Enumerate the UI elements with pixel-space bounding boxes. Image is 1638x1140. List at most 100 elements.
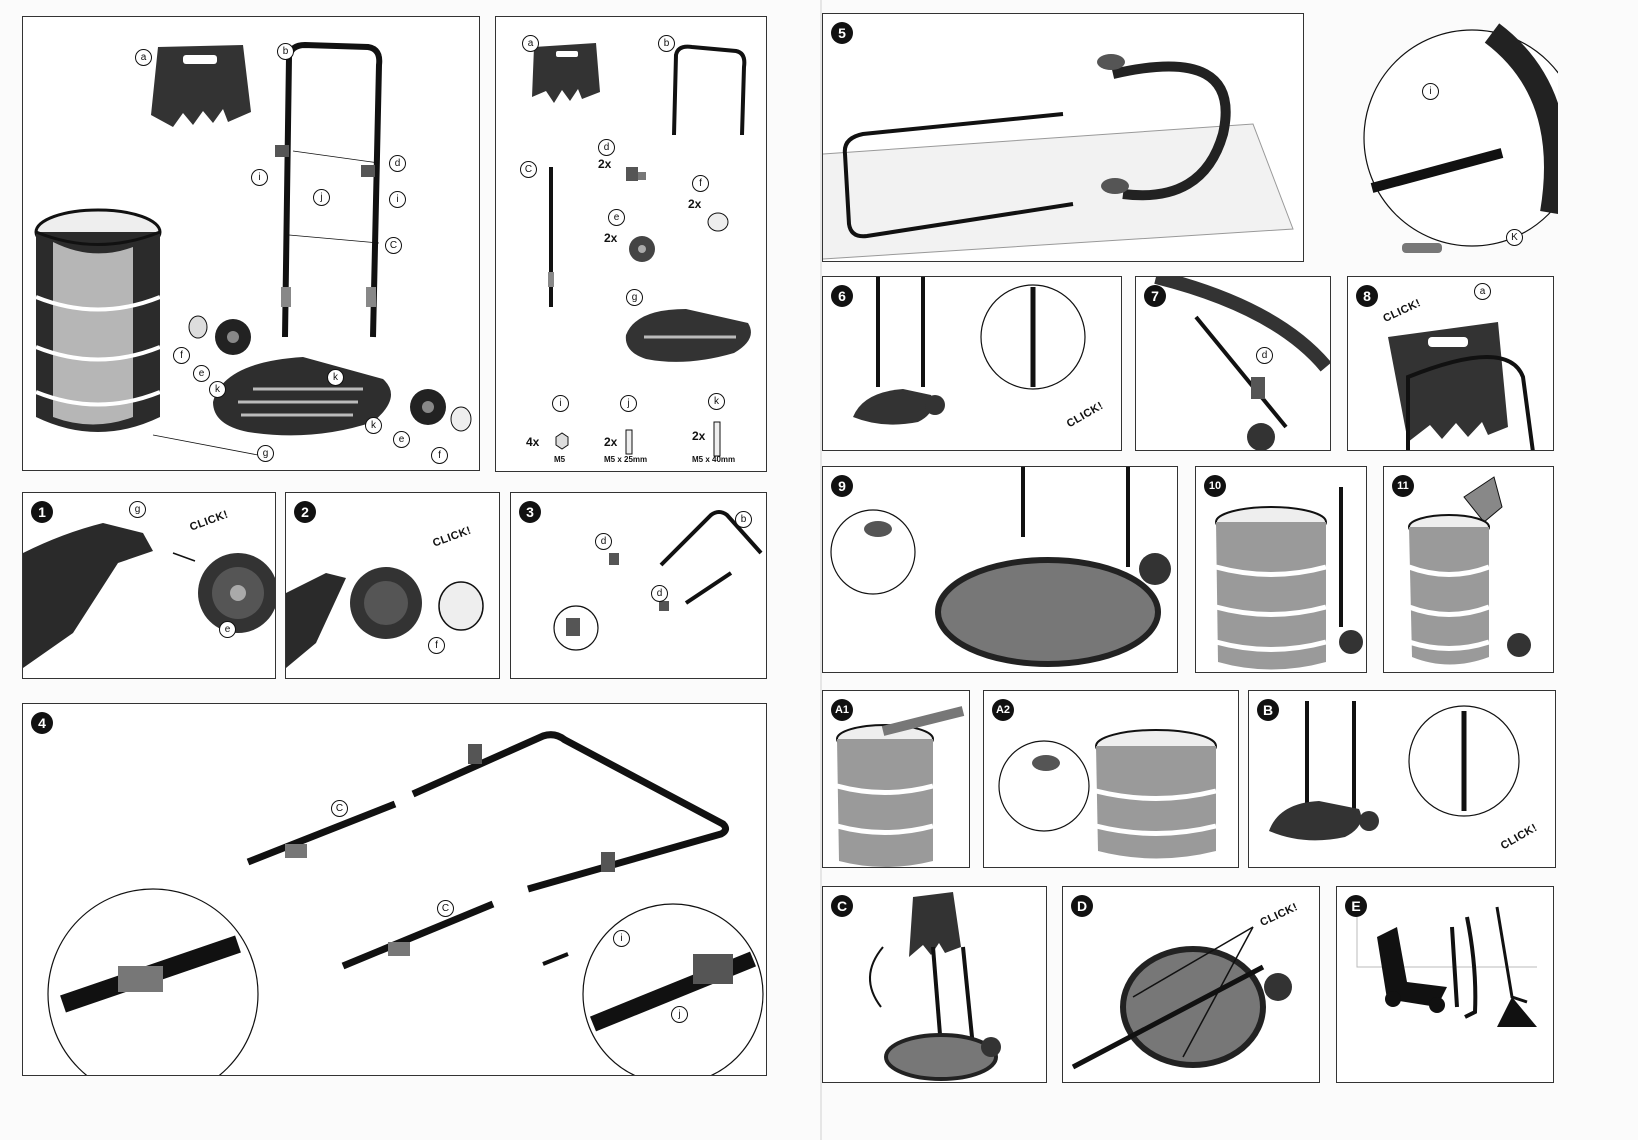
step-c-panel: C — [822, 886, 1047, 1083]
qty-k: 2x — [692, 429, 706, 443]
step-2-badge: 2 — [294, 501, 316, 523]
label-e-left: e — [193, 365, 210, 382]
step-5-illustration — [823, 54, 1294, 260]
step-6-panel: 6 CLICK! — [822, 276, 1122, 451]
step-3-label-d-top: d — [595, 533, 612, 550]
label-k-mid: k — [327, 369, 344, 386]
qty-j: 2x — [604, 435, 618, 449]
parts-label-g: g — [626, 289, 643, 306]
parts-label-k: k — [708, 393, 725, 410]
step-1-badge: 1 — [31, 501, 53, 523]
step-3-panel: 3 b d d — [510, 492, 767, 679]
step-1-panel: 1 g CLICK! e — [22, 492, 276, 679]
label-b: b — [277, 43, 294, 60]
step-d-illustration — [1071, 926, 1292, 1070]
step-8-label-a: a — [1474, 283, 1491, 300]
step-7-label-d: d — [1256, 347, 1273, 364]
parts-list-panel: a b C d 2x f 2x e 2x g i 4x M5 j 2x M5 x… — [495, 16, 767, 472]
label-c: C — [385, 237, 402, 254]
step-a2-badge: A2 — [992, 699, 1014, 721]
step-1-illustration — [23, 523, 275, 668]
label-f-right: f — [431, 447, 448, 464]
parts-label-b: b — [658, 35, 675, 52]
step-8-badge: 8 — [1356, 285, 1378, 307]
step-a1-panel: A1 — [822, 690, 970, 868]
step-3-badge: 3 — [519, 501, 541, 523]
step-6-illustration — [853, 277, 1086, 425]
step-3-illustration — [553, 510, 763, 651]
label-j: j — [313, 189, 330, 206]
parts-label-a: a — [522, 35, 539, 52]
step-9-panel: 9 — [822, 466, 1178, 673]
step-4-illustration — [47, 731, 764, 1075]
label-f-left: f — [173, 347, 190, 364]
step-5-badge: 5 — [831, 22, 853, 44]
step-d-panel: D CLICK! — [1062, 886, 1320, 1083]
step-4-panel: 4 C C i j — [22, 703, 767, 1076]
qty-i: 4x — [526, 435, 540, 449]
step-9-illustration — [830, 467, 1171, 667]
step-a1-badge: A1 — [831, 699, 853, 721]
step-10-badge: 10 — [1204, 475, 1226, 497]
step-7-badge: 7 — [1144, 285, 1166, 307]
parts-label-c: C — [520, 161, 537, 178]
qty-f: 2x — [688, 197, 702, 211]
label-g: g — [257, 445, 274, 462]
step-4-label-c-bottom: C — [437, 900, 454, 917]
spec-i: M5 — [554, 455, 566, 464]
step-8-illustration — [1388, 322, 1535, 450]
step-4-label-j: j — [671, 1006, 688, 1023]
step-4-label-c-top: C — [331, 800, 348, 817]
step-5-label-i: i — [1422, 83, 1439, 100]
step-e-badge: E — [1345, 895, 1367, 917]
step-b-illustration — [1269, 701, 1520, 841]
step-c-badge: C — [831, 895, 853, 917]
step-11-badge: 11 — [1392, 475, 1414, 497]
step-1-label-e: e — [219, 621, 236, 638]
label-d: d — [389, 155, 406, 172]
step-9-badge: 9 — [831, 475, 853, 497]
step-b-panel: B CLICK! — [1248, 690, 1556, 868]
overview-panel: a b d i j i C f e k k k e f g — [22, 16, 480, 471]
step-11-panel: 11 — [1383, 466, 1554, 673]
step-c-illustration — [869, 892, 1001, 1081]
label-k-right: k — [365, 417, 382, 434]
parts-label-d: d — [598, 139, 615, 156]
label-e-right: e — [393, 431, 410, 448]
step-3-label-b: b — [735, 511, 752, 528]
parts-list-illustration — [532, 43, 751, 457]
step-3-label-d-bottom: d — [651, 585, 668, 602]
step-b-badge: B — [1257, 699, 1279, 721]
step-d-badge: D — [1071, 895, 1093, 917]
step-7-panel: 7 d — [1135, 276, 1331, 451]
parts-label-e: e — [608, 209, 625, 226]
step-10-panel: 10 — [1195, 466, 1367, 673]
spec-k: M5 x 40mm — [692, 455, 736, 464]
label-i-left: i — [251, 169, 268, 186]
qty-d: 2x — [598, 157, 612, 171]
step-5-label-k: K — [1506, 229, 1523, 246]
step-4-badge: 4 — [31, 712, 53, 734]
step-2-label-f: f — [428, 637, 445, 654]
step-5-panel: 5 — [822, 13, 1304, 262]
step-10-illustration — [1215, 487, 1363, 670]
step-e-illustration — [1356, 906, 1537, 1027]
step-a2-panel: A2 — [983, 690, 1239, 868]
exploded-view-illustration — [34, 41, 472, 456]
label-i-right: i — [389, 191, 406, 208]
step-2-illustration — [286, 567, 484, 668]
step-5-detail: i K — [1362, 13, 1558, 262]
step-7-illustration — [1154, 277, 1330, 450]
step-a2-illustration — [998, 729, 1217, 859]
page-fold — [820, 0, 822, 1140]
parts-label-i: i — [552, 395, 569, 412]
label-a: a — [135, 49, 152, 66]
step-1-label-g: g — [129, 501, 146, 518]
step-2-panel: 2 CLICK! f — [285, 492, 500, 679]
step-11-illustration — [1408, 476, 1531, 665]
label-k-left: k — [209, 381, 226, 398]
step-a1-illustration — [836, 706, 965, 867]
step-8-panel: 8 CLICK! a — [1347, 276, 1554, 451]
step-5-detail-illustration — [1363, 23, 1558, 253]
step-6-badge: 6 — [831, 285, 853, 307]
